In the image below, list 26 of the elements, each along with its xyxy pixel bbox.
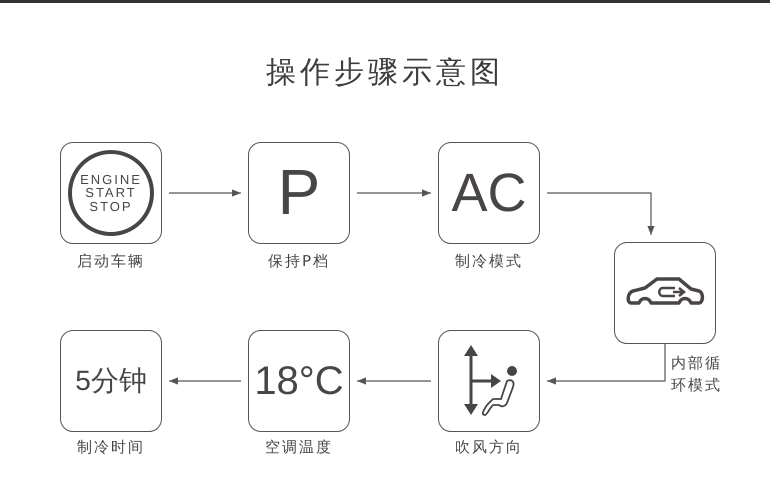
arrow <box>547 192 655 235</box>
step-caption: 制冷时间 <box>76 438 146 457</box>
step-caption: 吹风方向 <box>454 438 524 457</box>
tile-text: ENGINE START STOP <box>79 172 143 214</box>
button-tile <box>438 142 540 244</box>
button-tile <box>60 142 162 244</box>
arrow <box>169 377 241 385</box>
step-caption: 空调温度 <box>264 438 334 457</box>
step-caption: 保持P档 <box>266 252 332 271</box>
arrow <box>169 189 241 197</box>
step-caption: 启动车辆 <box>76 252 146 271</box>
button-tile <box>248 142 350 244</box>
arrow <box>357 377 431 385</box>
tile-text: 18°C <box>253 360 345 402</box>
step-caption: 制冷模式 <box>454 252 524 271</box>
button-tile <box>248 330 350 432</box>
button-tile <box>438 330 540 432</box>
arrow <box>547 344 666 385</box>
step-caption: 内部循环模式 <box>671 353 723 396</box>
button-tile <box>60 330 162 432</box>
title: 操作步骤示意图 <box>265 54 505 92</box>
tile-text: AC <box>450 164 528 222</box>
tile-text: 5分钟 <box>74 366 148 396</box>
button-tile <box>614 242 716 344</box>
arrow <box>357 189 431 197</box>
tile-text: P <box>276 159 322 227</box>
